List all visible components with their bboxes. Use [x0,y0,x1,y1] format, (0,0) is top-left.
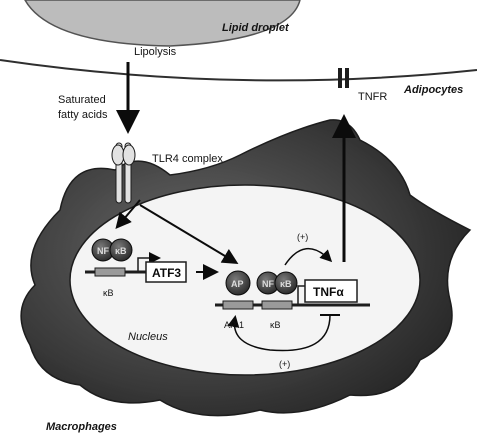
adipocyte-membrane [0,60,477,80]
tlr4-complex-label: TLR4 complex [152,153,223,165]
lipolysis-label: Lipolysis [134,46,177,58]
nfkb-right-a-label: NF [262,279,274,289]
nfkb-left-a-label: NF [97,246,109,256]
nucleus-label: Nucleus [128,331,168,343]
nfkb-left-b-label: κB [115,246,127,256]
tnf-alpha-label: TNFα [313,285,344,299]
saturated-fatty-acids-label-1: Saturated [58,94,106,106]
plus-bottom-label: (+) [279,359,290,369]
adipocytes-label: Adipocytes [403,84,463,96]
lipid-droplet-label: Lipid droplet [222,22,290,34]
ap1-label: AP-1 [224,320,244,330]
macrophages-label: Macrophages [46,421,117,433]
kb-right-label: κB [270,320,281,330]
saturated-fatty-acids-label-2: fatty acids [58,109,108,121]
kb-left-label: κB [103,288,114,298]
ap1-sphere-label: AP [231,279,244,289]
plus-top-label: (+) [297,232,308,242]
tnfr-label: TNFR [358,91,387,103]
atf3-label: ATF3 [152,266,181,280]
nfkb-right-b-label: κB [280,279,292,289]
tnfr-receptor [338,68,349,88]
